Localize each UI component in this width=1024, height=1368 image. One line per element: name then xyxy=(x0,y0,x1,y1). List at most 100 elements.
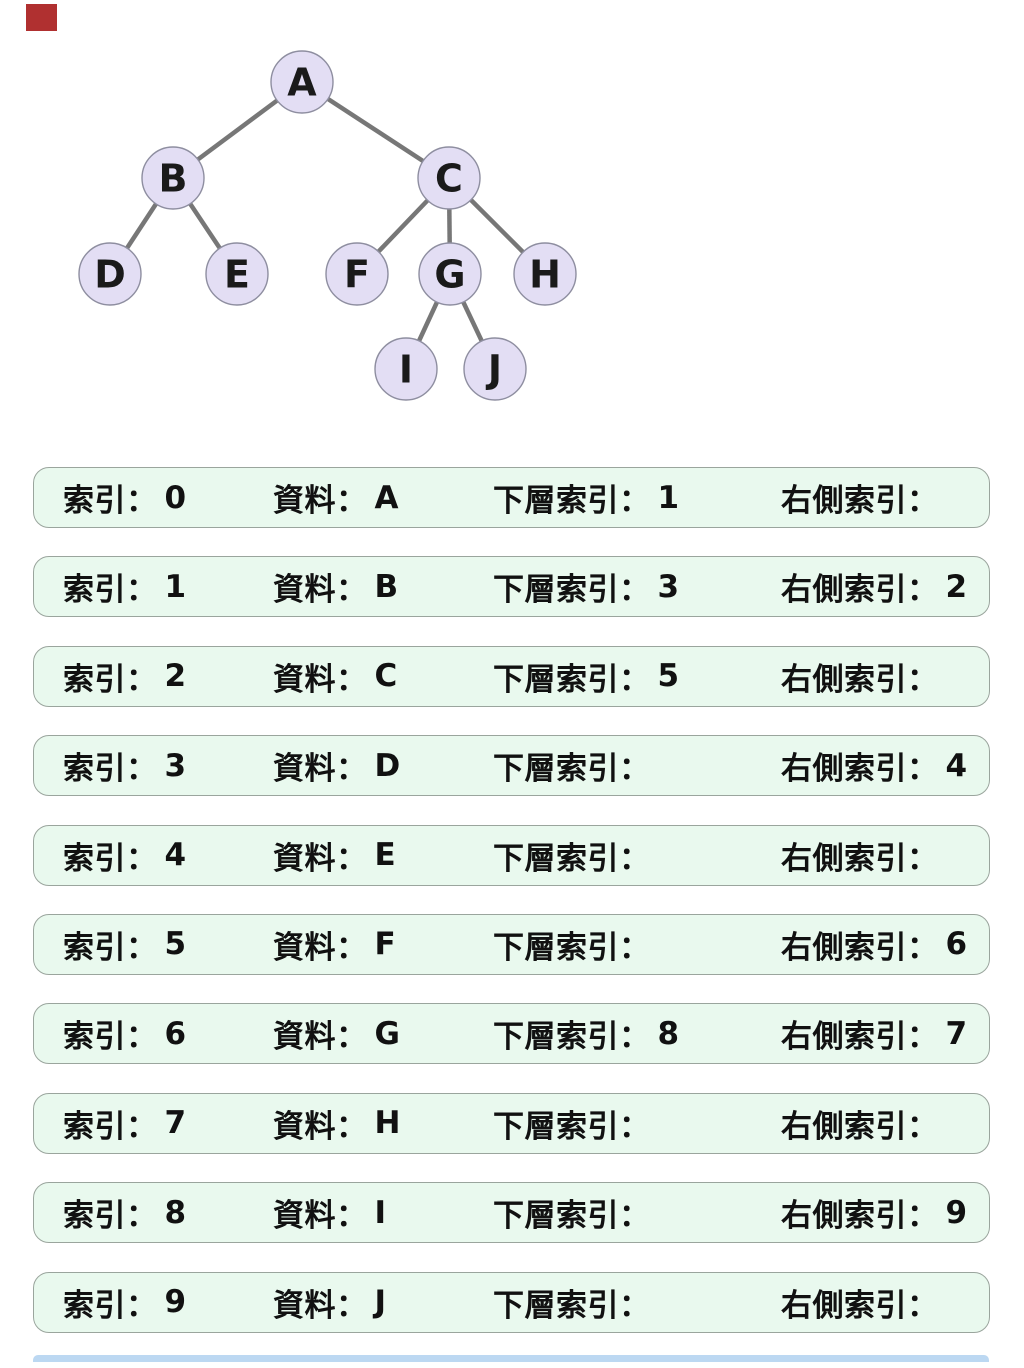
data-label: 資料： xyxy=(273,751,368,788)
child-index-label: 下層索引： xyxy=(493,929,651,966)
child-index-label: 下層索引： xyxy=(493,1019,651,1056)
right-index-label: 右側索引： xyxy=(781,1019,939,1056)
tree-node-H xyxy=(513,242,577,306)
tree-node-I xyxy=(374,337,438,401)
data-cell: 資料： B xyxy=(273,557,399,616)
index-cell: 索引： 8 xyxy=(63,1183,187,1242)
tree-node-label-D: D xyxy=(94,253,126,297)
right-index-label: 右側索引： xyxy=(781,1198,939,1235)
right-index-cell: 右側索引： xyxy=(781,647,946,706)
child-index-cell: 下層索引： xyxy=(493,1273,658,1332)
child-index-cell: 下層索引： xyxy=(493,915,658,974)
data-cell: 資料： H xyxy=(273,1094,401,1153)
index-value: 4 xyxy=(164,837,187,874)
data-cell: 資料： C xyxy=(273,647,398,706)
data-cell: 資料： E xyxy=(273,826,396,885)
index-cell: 索引： 1 xyxy=(63,557,187,616)
data-label: 資料： xyxy=(273,840,368,877)
right-index-value: 7 xyxy=(945,1015,968,1052)
tree-node-label-I: I xyxy=(399,348,413,392)
right-index-value: 2 xyxy=(945,568,968,605)
data-cell: 資料： G xyxy=(273,1004,400,1063)
data-label: 資料： xyxy=(273,1287,368,1324)
data-cell: 資料： F xyxy=(273,915,396,974)
child-index-cell: 下層索引： xyxy=(493,1094,658,1153)
child-index-cell: 下層索引： 1 xyxy=(493,468,680,527)
right-index-cell: 右側索引： xyxy=(781,1094,946,1153)
index-value: 1 xyxy=(164,568,187,605)
right-index-cell: 右側索引： xyxy=(781,826,946,885)
data-value: F xyxy=(374,926,397,963)
data-value: G xyxy=(374,1015,401,1052)
right-index-cell: 右側索引： 6 xyxy=(781,915,968,974)
index-label: 索引： xyxy=(63,1108,158,1145)
data-value: A xyxy=(374,479,399,516)
table-row: 索引： 8 資料： I 下層索引： 右側索引： 9 xyxy=(33,1182,990,1244)
child-index-label: 下層索引： xyxy=(493,1198,651,1235)
data-label: 資料： xyxy=(273,1019,368,1056)
data-value: C xyxy=(374,658,398,695)
tree-node-J xyxy=(463,337,527,401)
index-label: 索引： xyxy=(63,661,158,698)
child-index-cell: 下層索引： xyxy=(493,1183,658,1242)
index-label: 索引： xyxy=(63,1198,158,1235)
child-index-label: 下層索引： xyxy=(493,572,651,609)
child-index-value: 3 xyxy=(657,568,680,605)
index-label: 索引： xyxy=(63,483,158,519)
tree-node-G xyxy=(418,242,482,306)
tree-node-label-E: E xyxy=(224,253,250,297)
right-index-value: 9 xyxy=(945,1194,968,1231)
right-index-label: 右側索引： xyxy=(781,929,939,966)
index-cell: 索引： 0 xyxy=(63,468,187,527)
data-value: D xyxy=(374,747,401,784)
right-index-cell: 右側索引： 7 xyxy=(781,1004,968,1063)
tree-node-label-A: A xyxy=(287,61,317,105)
index-value: 6 xyxy=(164,1015,187,1052)
tree-node-E xyxy=(205,242,269,306)
bottom-partial-row xyxy=(33,1355,989,1362)
right-index-cell: 右側索引： xyxy=(781,468,946,527)
data-value: J xyxy=(374,1284,387,1321)
child-index-cell: 下層索引： 3 xyxy=(493,557,680,616)
index-label: 索引： xyxy=(63,929,158,966)
child-index-label: 下層索引： xyxy=(493,1287,651,1324)
tree-node-label-B: B xyxy=(159,157,188,201)
table-row: 索引： 9 資料： J 下層索引： 右側索引： xyxy=(33,1271,990,1333)
index-cell: 索引： 3 xyxy=(63,736,187,795)
right-index-label: 右側索引： xyxy=(781,661,939,698)
table-row: 索引： 7 資料： H 下層索引： 右側索引： xyxy=(33,1092,990,1154)
index-cell: 索引： 9 xyxy=(63,1273,187,1332)
child-index-value: 8 xyxy=(657,1015,680,1052)
data-value: H xyxy=(374,1105,401,1142)
red-marker xyxy=(26,4,57,31)
right-index-label: 右側索引： xyxy=(781,1287,939,1324)
tree-node-F xyxy=(325,242,389,306)
right-index-label: 右側索引： xyxy=(781,483,939,519)
right-index-label: 右側索引： xyxy=(781,572,939,609)
right-index-label: 右側索引： xyxy=(781,840,939,877)
table-row: 索引： 4 資料： E 下層索引： 右側索引： xyxy=(33,824,990,886)
data-label: 資料： xyxy=(273,929,368,966)
index-value: 9 xyxy=(164,1284,187,1321)
child-index-value: 1 xyxy=(657,479,680,516)
child-index-cell: 下層索引： 8 xyxy=(493,1004,680,1063)
table-row: 索引： 5 資料： F 下層索引： 右側索引： 6 xyxy=(33,913,990,975)
tree-node-label-J: J xyxy=(485,348,502,392)
index-label: 索引： xyxy=(63,572,158,609)
data-label: 資料： xyxy=(273,661,368,698)
child-index-label: 下層索引： xyxy=(493,751,651,788)
index-label: 索引： xyxy=(63,840,158,877)
data-label: 資料： xyxy=(273,1108,368,1145)
right-index-cell: 右側索引： xyxy=(781,1273,946,1332)
table-row: 索引： 0 資料： A 下層索引： 1 右側索引： xyxy=(33,467,990,528)
tree-node-A xyxy=(270,50,334,114)
index-value: 7 xyxy=(164,1105,187,1142)
index-value: 5 xyxy=(164,926,187,963)
index-label: 索引： xyxy=(63,1019,158,1056)
child-index-label: 下層索引： xyxy=(493,661,651,698)
data-cell: 資料： J xyxy=(273,1273,387,1332)
table-row: 索引： 1 資料： B 下層索引： 3 右側索引： 2 xyxy=(33,556,990,618)
table-row: 索引： 3 資料： D 下層索引： 右側索引： 4 xyxy=(33,735,990,797)
child-index-label: 下層索引： xyxy=(493,483,651,519)
child-index-cell: 下層索引： xyxy=(493,736,658,795)
